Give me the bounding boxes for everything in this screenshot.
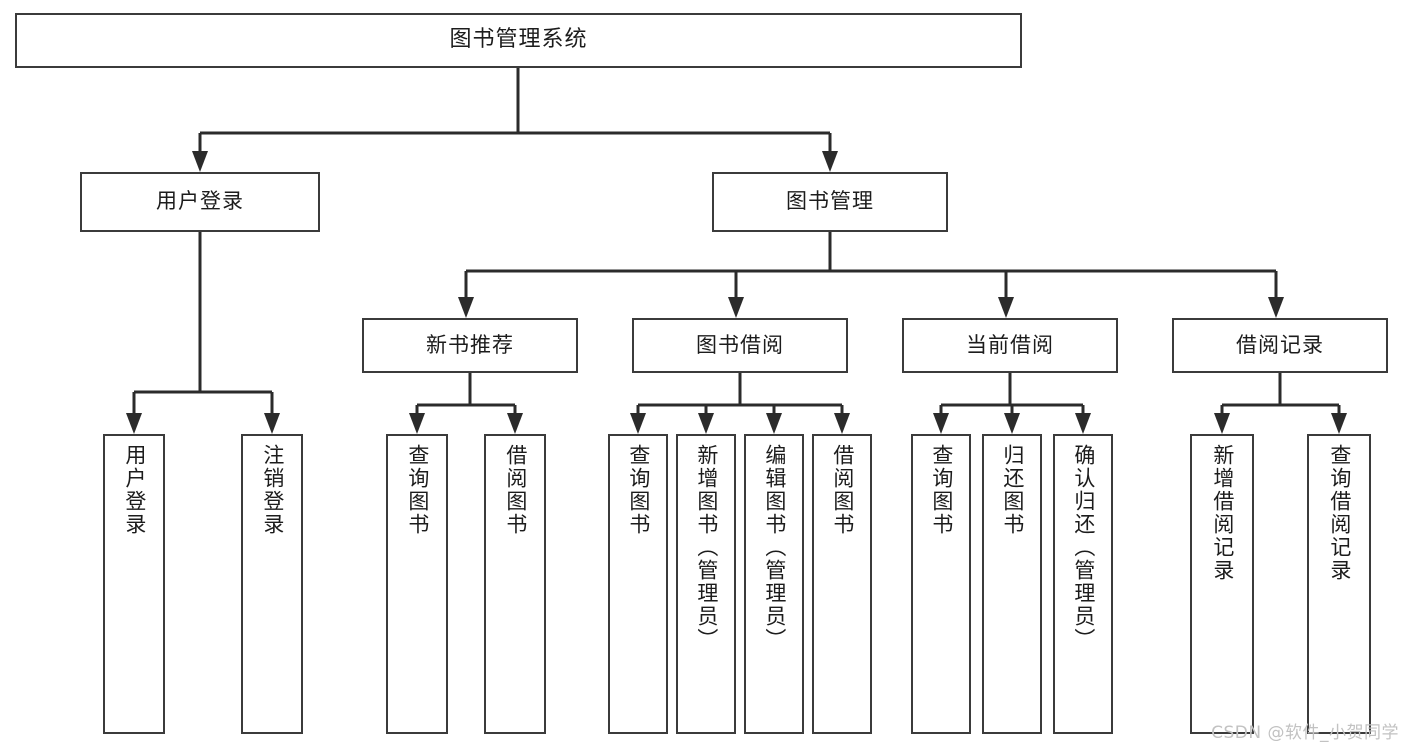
- node-label-leaf-add-borrow-record: 新增借阅记录: [1210, 444, 1235, 582]
- arrowhead-leaf-add-borrow-record: [1214, 413, 1230, 434]
- node-label-leaf-edit-book-admin: 编辑图书（管理员）: [762, 444, 787, 651]
- arrowhead-current-borrow: [998, 297, 1014, 318]
- node-leaf-logout[interactable]: 注销登录: [241, 434, 303, 734]
- node-label-leaf-query-book-2: 查询图书: [626, 444, 651, 536]
- arrowhead-leaf-borrow-book-2: [834, 413, 850, 434]
- node-label-leaf-query-book-3: 查询图书: [929, 444, 954, 536]
- node-label-book-borrow: 图书借阅: [696, 332, 784, 357]
- node-user-login[interactable]: 用户登录: [80, 172, 320, 232]
- arrowhead-user-login: [192, 151, 208, 172]
- node-label-leaf-borrow-book-1: 借阅图书: [503, 444, 528, 536]
- node-leaf-query-book-1[interactable]: 查询图书: [386, 434, 448, 734]
- node-label-borrow-record: 借阅记录: [1236, 332, 1324, 357]
- arrowhead-leaf-user-login: [126, 413, 142, 434]
- arrowhead-leaf-query-book-2: [630, 413, 646, 434]
- arrowhead-leaf-confirm-return-admin: [1075, 413, 1091, 434]
- node-leaf-query-book-3[interactable]: 查询图书: [911, 434, 971, 734]
- arrowhead-leaf-edit-book-admin: [766, 413, 782, 434]
- node-label-leaf-query-borrow-record: 查询借阅记录: [1327, 444, 1352, 582]
- node-label-leaf-return-book: 归还图书: [1000, 444, 1025, 536]
- node-book-borrow[interactable]: 图书借阅: [632, 318, 848, 373]
- node-leaf-confirm-return-admin[interactable]: 确认归还（管理员）: [1053, 434, 1113, 734]
- node-label-leaf-borrow-book-2: 借阅图书: [830, 444, 855, 536]
- node-label-leaf-logout: 注销登录: [260, 444, 285, 536]
- node-new-book-recommend[interactable]: 新书推荐: [362, 318, 578, 373]
- node-label-user-login: 用户登录: [156, 189, 244, 214]
- node-leaf-query-book-2[interactable]: 查询图书: [608, 434, 668, 734]
- arrowhead-leaf-add-book-admin: [698, 413, 714, 434]
- arrowhead-leaf-query-book-3: [933, 413, 949, 434]
- node-leaf-edit-book-admin[interactable]: 编辑图书（管理员）: [744, 434, 804, 734]
- node-leaf-user-login[interactable]: 用户登录: [103, 434, 165, 734]
- node-leaf-add-book-admin[interactable]: 新增图书（管理员）: [676, 434, 736, 734]
- node-label-leaf-add-book-admin: 新增图书（管理员）: [694, 444, 719, 651]
- node-current-borrow[interactable]: 当前借阅: [902, 318, 1118, 373]
- arrowhead-leaf-borrow-book-1: [507, 413, 523, 434]
- node-book-management[interactable]: 图书管理: [712, 172, 948, 232]
- node-borrow-record[interactable]: 借阅记录: [1172, 318, 1388, 373]
- node-label-leaf-query-book-1: 查询图书: [405, 444, 430, 536]
- arrowhead-book-borrow: [728, 297, 744, 318]
- arrowhead-leaf-return-book: [1004, 413, 1020, 434]
- arrowhead-leaf-logout: [264, 413, 280, 434]
- node-label-leaf-user-login: 用户登录: [122, 444, 147, 536]
- node-label-book-management: 图书管理: [786, 189, 874, 214]
- node-leaf-borrow-book-1[interactable]: 借阅图书: [484, 434, 546, 734]
- node-leaf-borrow-book-2[interactable]: 借阅图书: [812, 434, 872, 734]
- node-leaf-query-borrow-record[interactable]: 查询借阅记录: [1307, 434, 1371, 734]
- node-label-new-book-recommend: 新书推荐: [426, 332, 514, 357]
- arrowhead-leaf-query-book-1: [409, 413, 425, 434]
- arrowhead-book-management: [822, 151, 838, 172]
- arrowhead-leaf-query-borrow-record: [1331, 413, 1347, 434]
- node-root[interactable]: 图书管理系统: [15, 13, 1022, 68]
- arrowhead-new-book-recommend: [458, 297, 474, 318]
- node-leaf-return-book[interactable]: 归还图书: [982, 434, 1042, 734]
- node-leaf-add-borrow-record[interactable]: 新增借阅记录: [1190, 434, 1254, 734]
- node-label-root: 图书管理系统: [449, 27, 588, 53]
- arrowhead-borrow-record: [1268, 297, 1284, 318]
- node-label-leaf-confirm-return-admin: 确认归还（管理员）: [1071, 444, 1096, 651]
- node-label-current-borrow: 当前借阅: [966, 332, 1054, 357]
